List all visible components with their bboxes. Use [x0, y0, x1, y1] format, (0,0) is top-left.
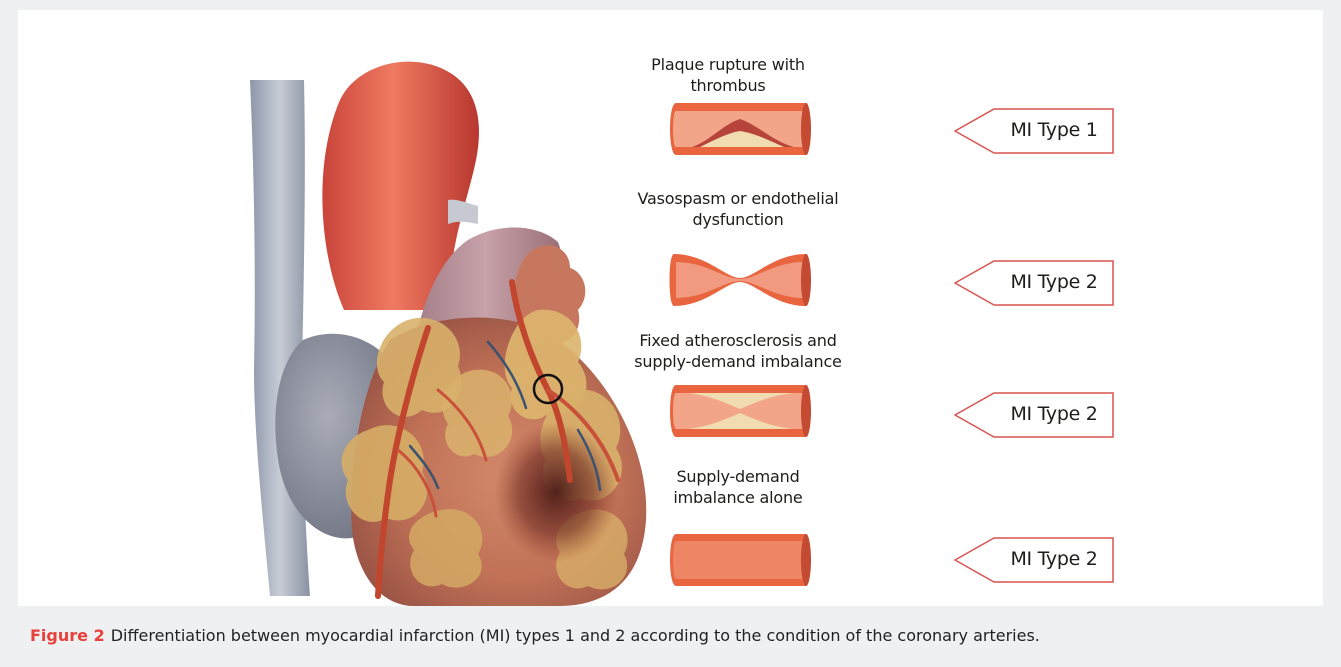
mi-type-tag-1: MI Type 1: [954, 108, 1114, 154]
row-3-description: Fixed atherosclerosis and supply-demand …: [628, 330, 848, 372]
caption-text: Differentiation between myocardial infar…: [111, 626, 1040, 645]
vessel-plaque-rupture: [666, 101, 814, 157]
figure-caption: Figure 2 Differentiation between myocardi…: [30, 626, 1040, 645]
mi-type-tag-2: MI Type 2: [954, 260, 1114, 306]
row-2-description: Vasospasm or endothelial dysfunction: [628, 188, 848, 230]
mi-type-tag-4: MI Type 2: [954, 537, 1114, 583]
vessel-vasospasm: [666, 252, 814, 308]
mi-type-tag-3: MI Type 2: [954, 392, 1114, 438]
row-4-description: Supply-demand imbalance alone: [628, 466, 848, 508]
heart-illustration: [18, 10, 658, 606]
figure-label: Figure 2: [30, 626, 105, 645]
vessel-supply-demand: [666, 532, 814, 588]
row-1-description: Plaque rupture with thrombus: [618, 54, 838, 96]
figure-panel: Plaque rupture with thrombus MI Type 1 V…: [18, 10, 1323, 606]
vessel-fixed-atherosclerosis: [666, 383, 814, 439]
